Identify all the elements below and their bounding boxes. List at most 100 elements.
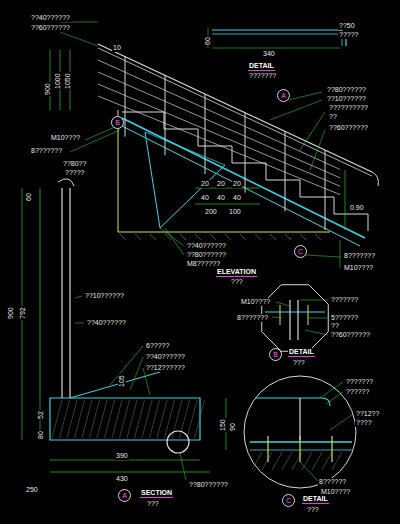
leader — [276, 302, 290, 306]
hatch — [67, 400, 77, 438]
hatch — [300, 234, 306, 240]
baluster — [125, 57, 126, 137]
rail-cap — [58, 179, 74, 186]
middle-rail — [98, 96, 340, 195]
hatch — [120, 234, 126, 240]
view-title: DETAIL — [288, 348, 315, 357]
annotation: 1000 — [54, 72, 62, 90]
hatch — [90, 400, 100, 438]
annotation: ??40?????? — [86, 319, 127, 327]
leader — [165, 228, 184, 255]
annotation: ??????? — [345, 378, 374, 386]
annotation: 100 — [228, 208, 242, 216]
annotation: M10???? — [50, 134, 81, 142]
dim-line — [40, 188, 41, 440]
hatch — [135, 234, 141, 240]
bolt — [308, 305, 309, 325]
view-title: DETAIL — [302, 495, 329, 504]
leader — [270, 100, 322, 120]
bracket — [70, 372, 160, 398]
post — [299, 398, 300, 440]
hatch — [282, 452, 292, 470]
leader — [300, 462, 318, 481]
annotation: ????? — [338, 31, 359, 39]
hatch — [60, 400, 70, 438]
annotation: ????? — [64, 169, 85, 177]
detail-frame — [262, 285, 329, 352]
hatch — [187, 400, 197, 438]
leader — [310, 130, 325, 170]
callout-letter: A — [281, 92, 286, 99]
rail-end — [372, 172, 378, 186]
baluster — [205, 94, 206, 174]
annotation: ??? — [230, 278, 244, 286]
annotation: ??? — [146, 500, 160, 508]
leader — [305, 330, 328, 335]
hatch — [105, 400, 115, 438]
leader — [160, 228, 184, 246]
leader — [110, 346, 143, 385]
hatch — [135, 400, 145, 438]
hatch — [262, 452, 272, 470]
leader — [300, 112, 325, 150]
stair-treads — [122, 112, 368, 231]
stringer-section — [50, 398, 200, 440]
rail-profile — [255, 398, 330, 406]
leader — [326, 392, 343, 404]
callout-letter: B — [115, 119, 120, 126]
hatch — [285, 234, 291, 240]
hatch — [82, 400, 92, 438]
annotation: 10 — [112, 44, 122, 52]
annotation: ??80?? — [62, 160, 87, 168]
baluster — [165, 75, 166, 155]
leader — [143, 368, 150, 395]
post — [61, 188, 62, 398]
callout-circle: C — [282, 494, 295, 507]
annotation: ??????? — [248, 72, 277, 80]
annotation: 900 — [44, 82, 52, 96]
callout-circle: B — [269, 348, 282, 361]
bolt — [280, 305, 281, 325]
leader — [60, 32, 98, 46]
hatch — [52, 400, 62, 438]
dim-line — [212, 48, 340, 49]
annotation: ??60?????? — [30, 24, 71, 32]
annotation: M10???? — [343, 264, 374, 272]
dim-line — [345, 170, 346, 230]
support — [160, 165, 225, 228]
annotation: 52 — [37, 410, 45, 420]
annotation: 60 — [204, 36, 212, 46]
hatch — [302, 452, 312, 470]
annotation: ??80?????? — [188, 481, 229, 489]
leader — [75, 296, 82, 298]
hatch — [210, 234, 216, 240]
hatch — [332, 452, 342, 470]
rail-profile — [212, 30, 346, 46]
annotation: 430 — [115, 475, 129, 483]
callout-circle: B — [111, 116, 124, 129]
annotation: 40 — [216, 194, 226, 202]
hatch — [180, 400, 190, 438]
annotation: ?????????? — [328, 104, 369, 112]
annotation: 250 — [25, 486, 39, 494]
handrail — [98, 44, 372, 172]
annotation: M8?????? — [186, 260, 221, 268]
hatch — [315, 234, 321, 240]
dim-line — [50, 472, 210, 473]
annotation: ??60?????? — [328, 124, 369, 132]
annotation: ???? — [355, 419, 373, 427]
hatch — [120, 400, 130, 438]
annotation: 390 — [115, 452, 129, 460]
annotation: 20 — [200, 180, 210, 188]
baluster — [285, 131, 286, 211]
handrail — [98, 48, 372, 176]
annotation: 8??????? — [30, 147, 63, 155]
annotation: ??40?????? — [186, 242, 227, 250]
post — [69, 188, 70, 398]
annotation: 792 — [19, 306, 27, 320]
annotation: 8?????? — [318, 478, 347, 486]
baluster — [245, 113, 246, 193]
annotation: ??????? — [330, 296, 359, 304]
support — [145, 132, 160, 228]
annotation: 90 — [229, 422, 237, 432]
